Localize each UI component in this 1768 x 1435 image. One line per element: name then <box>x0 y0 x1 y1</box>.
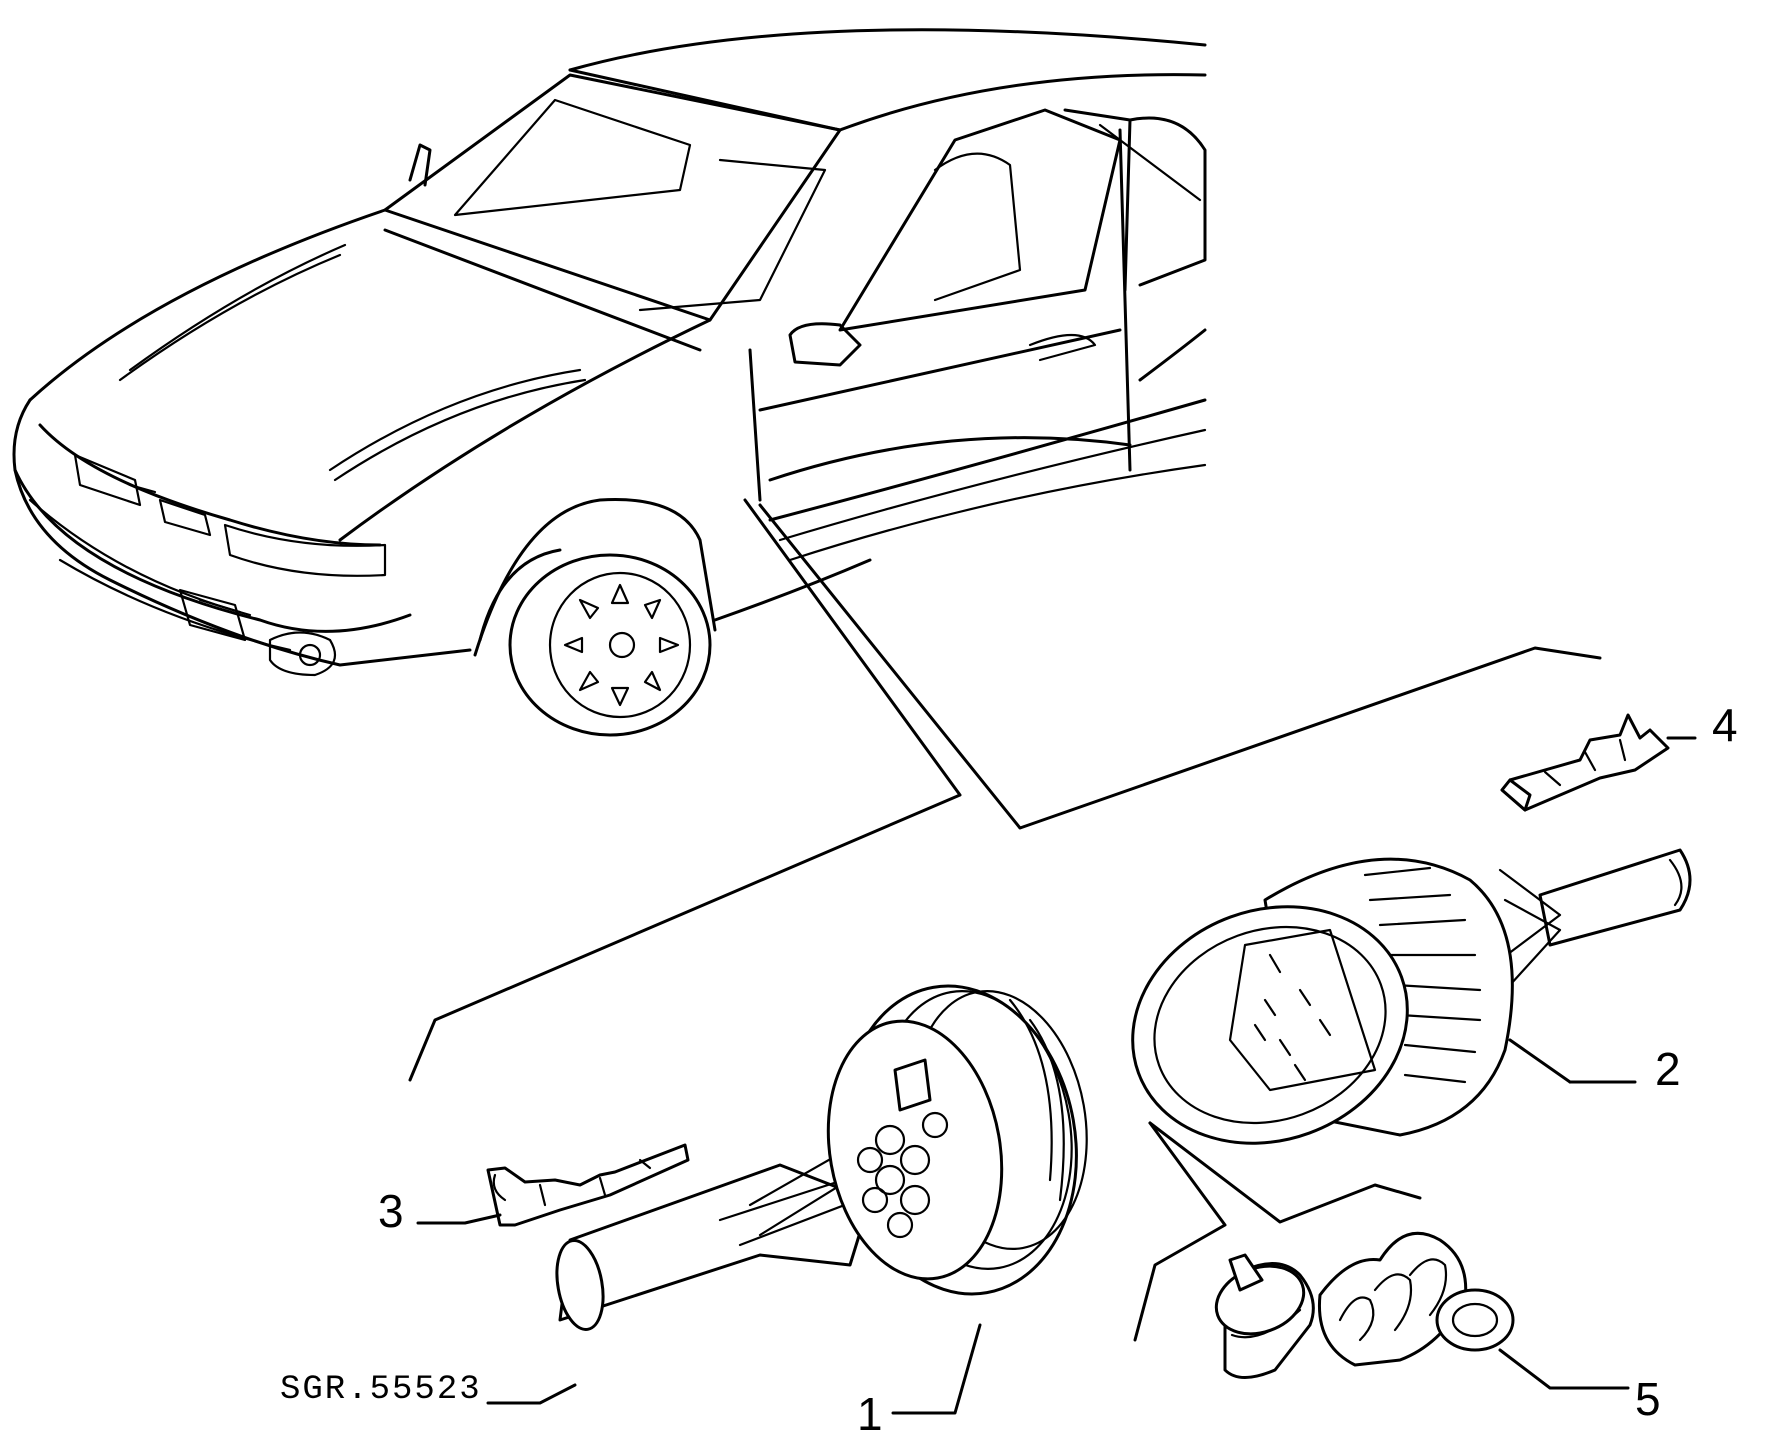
callout-2-label: 2 <box>1655 1043 1681 1095</box>
part-5-bulb-holder <box>1214 1231 1515 1379</box>
part-2-connector <box>1131 848 1692 1145</box>
connector-ribs <box>1363 866 1482 1084</box>
callout-3-label: 3 <box>378 1185 404 1237</box>
leader-lines <box>408 498 1602 1342</box>
callout-4-label: 4 <box>1712 699 1738 751</box>
wheel-spokes <box>563 583 680 707</box>
part-4-terminal <box>1500 713 1670 812</box>
part-3-terminal <box>486 1143 690 1227</box>
callout-lines <box>416 736 1697 1415</box>
drawing-code: SGR.55523 <box>280 1371 482 1409</box>
car-illustration <box>12 28 1207 737</box>
part-1-connector <box>555 984 1088 1331</box>
callout-5-label: 5 <box>1635 1373 1661 1425</box>
callout-1-label: 1 <box>857 1388 883 1435</box>
